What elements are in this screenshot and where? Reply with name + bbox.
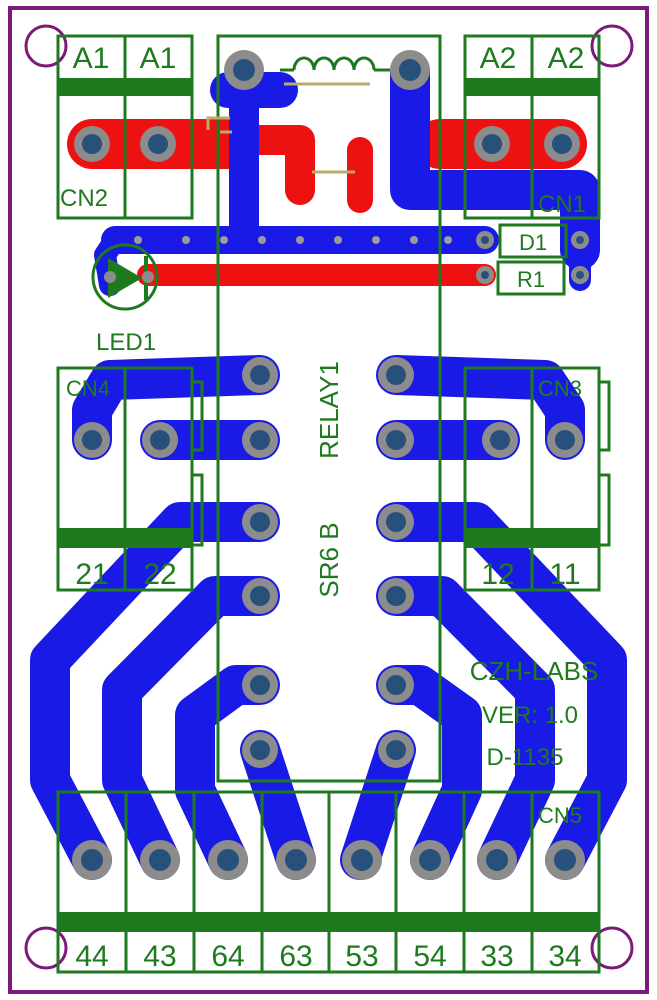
pad-cn5-3 [208, 840, 248, 880]
cn4-pin-1-label: 21 [75, 558, 108, 591]
cn5-pin-label: 53 [345, 940, 378, 973]
pad-d1-right [571, 231, 589, 249]
cn5-pin-labels: 44 43 64 63 53 54 33 34 [75, 940, 581, 973]
trace-34 [376, 502, 627, 880]
pad-relay-r3 [378, 504, 414, 540]
pad-cn5-1 [72, 840, 112, 880]
pad-r1-right [571, 266, 589, 284]
pad-relay-r1 [378, 357, 414, 393]
cn5-ref-label: CN5 [538, 803, 582, 828]
mounting-hole-top-left [24, 24, 68, 68]
cn2-ref-label: CN2 [60, 185, 108, 212]
cn4-side-tab [192, 380, 204, 452]
pad-coil-left [224, 50, 264, 90]
cn5-dividers [124, 792, 534, 972]
cn1-pin-2-label: A2 [548, 42, 585, 75]
pad-cn5-2 [140, 840, 180, 880]
pad-cn1-2 [544, 126, 580, 162]
cn5-pin-label: 63 [279, 940, 312, 973]
cn4-side-tab-2 [192, 473, 204, 547]
d1-label: D1 [519, 230, 547, 255]
trace-coil-right [390, 52, 600, 270]
cn5-pin-label: 64 [211, 940, 244, 973]
relay-outline [216, 34, 442, 783]
cn5-bar [58, 912, 599, 932]
pad-relay-r6 [378, 732, 414, 768]
board-maker-label: CZH-LABS [470, 656, 599, 686]
cn4-bar [58, 528, 192, 548]
pad-cn4-1 [74, 422, 110, 458]
cn5-pin-label: 34 [548, 940, 581, 973]
pad-led-anode [104, 271, 116, 283]
pad-r1-left [476, 266, 494, 284]
cn1-bar [465, 78, 599, 96]
board-part-no-label: D-1135 [487, 744, 564, 771]
pad-relay-l5 [242, 667, 278, 703]
d1-outline [498, 223, 568, 259]
r1-label: R1 [517, 267, 545, 292]
pad-coil-right [390, 50, 430, 90]
pad-cn4-2 [142, 422, 178, 458]
cn5-pin-label: 54 [413, 940, 446, 973]
pad-cn5-7 [477, 840, 517, 880]
trace-43 [102, 576, 280, 880]
cn3-ref-label: CN3 [538, 376, 582, 401]
pad-cn1-1 [474, 126, 510, 162]
cn5-pin-label: 43 [143, 940, 176, 973]
cn2-pin-1-label: A1 [73, 42, 110, 75]
pad-cn5-8 [545, 840, 585, 880]
pad-relay-r4 [378, 578, 414, 614]
trace-33 [376, 576, 555, 880]
pad-cn3-1 [482, 422, 518, 458]
pad-relay-l1 [242, 357, 278, 393]
pad-relay-l4 [242, 578, 278, 614]
vias-led-bus [134, 236, 452, 244]
trace-44 [30, 502, 280, 880]
pad-relay-r2 [378, 422, 414, 458]
mounting-hole-top-right [590, 24, 634, 68]
silkscreen-layer [56, 34, 611, 974]
cn5-pin-label: 33 [480, 940, 513, 973]
cn5-pin-label: 44 [75, 940, 108, 973]
pads [72, 50, 589, 880]
led1-outline [91, 243, 159, 311]
relay-ref-label: RELAY1 [314, 361, 344, 459]
pad-cn5-6 [410, 840, 450, 880]
cn3-side-tab [599, 380, 611, 452]
pad-cn5-4 [276, 840, 316, 880]
cn3-bar [465, 528, 599, 548]
pad-relay-l6 [242, 732, 278, 768]
mounting-holes [24, 24, 634, 970]
relay-type-label: SR6 B [314, 522, 344, 597]
cn2-bar [58, 78, 192, 96]
cn3-pin-2-label: 11 [549, 558, 580, 591]
pad-cn5-5 [342, 840, 382, 880]
pad-led-cathode [142, 271, 154, 283]
pad-relay-r5 [378, 667, 414, 703]
board-version-label: VER: 1.0 [482, 702, 578, 729]
pad-cn2-1 [74, 126, 110, 162]
terminal-bars [58, 78, 599, 932]
cn2-pin-2-label: A1 [140, 42, 177, 75]
pad-relay-l3 [242, 504, 278, 540]
relay-contact-drawing [206, 116, 355, 174]
mounting-hole-bottom-right [590, 926, 634, 970]
mounting-hole-bottom-left [24, 926, 68, 970]
cn4-pin-2-label: 22 [143, 558, 176, 591]
cn1-ref-label: CN1 [538, 191, 586, 218]
cn1-pin-1-label: A2 [480, 42, 517, 75]
pad-cn3-2 [547, 422, 583, 458]
pad-cn2-2 [140, 126, 176, 162]
pad-d1-left [476, 231, 494, 249]
led1-label: LED1 [96, 329, 156, 356]
pad-relay-l2 [242, 422, 278, 458]
cn4-ref-label: CN4 [66, 376, 110, 401]
cn3-pin-1-label: 12 [481, 558, 514, 591]
r1-outline [496, 260, 566, 296]
cn3-side-tab-2 [599, 473, 611, 547]
relay-coil-symbol [280, 56, 390, 86]
